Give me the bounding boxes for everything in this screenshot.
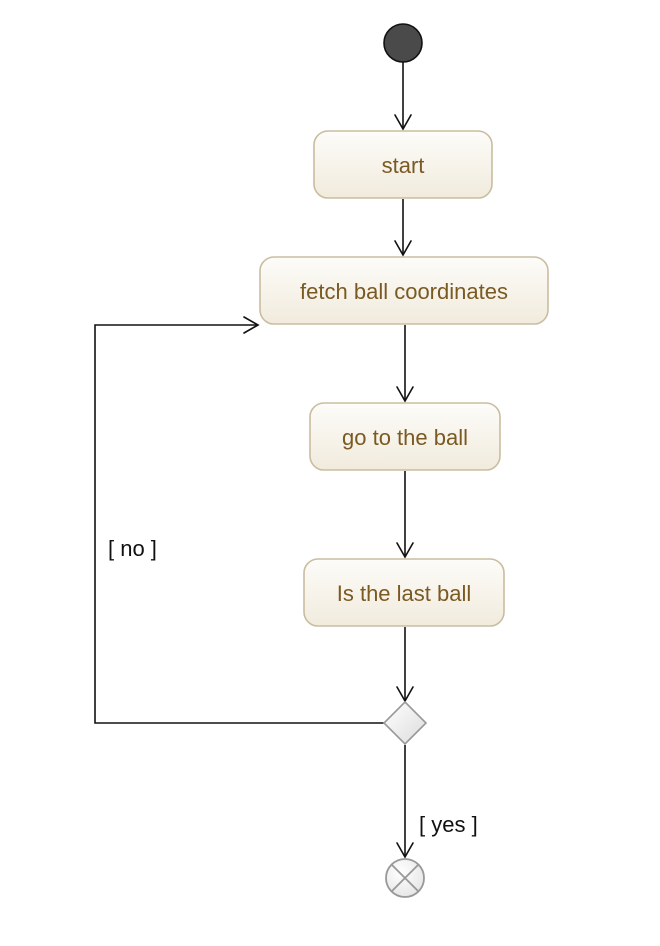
edge-initial-to-start [394, 62, 412, 131]
edge-decision-to-fetch [94, 316, 384, 724]
initial-node [383, 23, 423, 63]
action-fetch-label: fetch ball coordinates [300, 279, 508, 304]
action-fetch-ball-coordinates: fetch ball coordinates [259, 256, 549, 325]
action-start-label: start [382, 153, 425, 178]
edge-last-to-decision [396, 627, 414, 703]
guard-yes-label: [ yes ] [419, 812, 478, 837]
action-last-label: Is the last ball [337, 581, 472, 606]
action-is-the-last-ball: Is the last ball [303, 558, 505, 627]
edge-fetch-to-goto [396, 325, 414, 403]
action-goto-label: go to the ball [342, 425, 468, 450]
decision-node [382, 700, 428, 746]
edge-decision-to-final [396, 745, 414, 859]
guard-no-label: [ no ] [108, 536, 157, 561]
action-go-to-the-ball: go to the ball [309, 402, 501, 471]
action-start: start [313, 130, 493, 199]
edge-goto-to-last [396, 471, 414, 559]
flow-final-node [385, 858, 425, 898]
edge-start-to-fetch [394, 199, 412, 257]
